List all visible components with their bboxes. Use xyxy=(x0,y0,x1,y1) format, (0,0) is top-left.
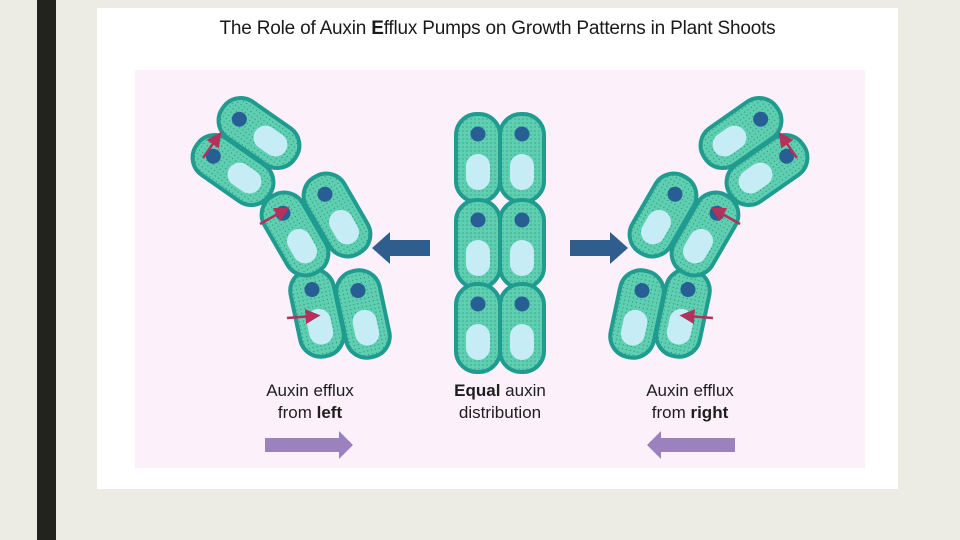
efflux-pump-arrow xyxy=(286,309,321,325)
figure-image: The Role of Auxin Efflux Pumps on Growth… xyxy=(97,8,898,489)
plant-cell xyxy=(498,198,546,290)
center-shoot xyxy=(454,112,546,374)
efflux-pump-arrow xyxy=(259,207,290,226)
figure-title: The Role of Auxin Efflux Pumps on Growth… xyxy=(219,18,776,39)
plant-cell xyxy=(454,112,502,204)
left-shoot xyxy=(182,87,396,364)
slide-accent-bar xyxy=(37,0,56,540)
plant-cell xyxy=(454,198,502,290)
caption-right: Auxin efflux from right xyxy=(646,381,734,422)
diagram-panel: Auxin efflux from left Equal auxin distr… xyxy=(135,70,865,468)
caption-left: Auxin efflux from left xyxy=(266,381,354,422)
efflux-pump-arrow xyxy=(679,309,714,325)
plant-cell xyxy=(454,282,502,374)
right-shoot xyxy=(604,87,818,364)
efflux-pump-arrow xyxy=(710,207,741,226)
cell-diagram xyxy=(182,87,818,459)
plant-cell xyxy=(498,112,546,204)
bend-left-arrow xyxy=(372,232,430,264)
plant-cell xyxy=(498,282,546,374)
efflux-direction-arrow-left xyxy=(647,431,735,459)
efflux-pump-arrow xyxy=(201,131,222,159)
bend-right-arrow xyxy=(570,232,628,264)
efflux-pump-arrow xyxy=(778,131,799,159)
caption-center: Equal auxin distribution xyxy=(454,381,546,422)
efflux-direction-arrow-right xyxy=(265,431,353,459)
